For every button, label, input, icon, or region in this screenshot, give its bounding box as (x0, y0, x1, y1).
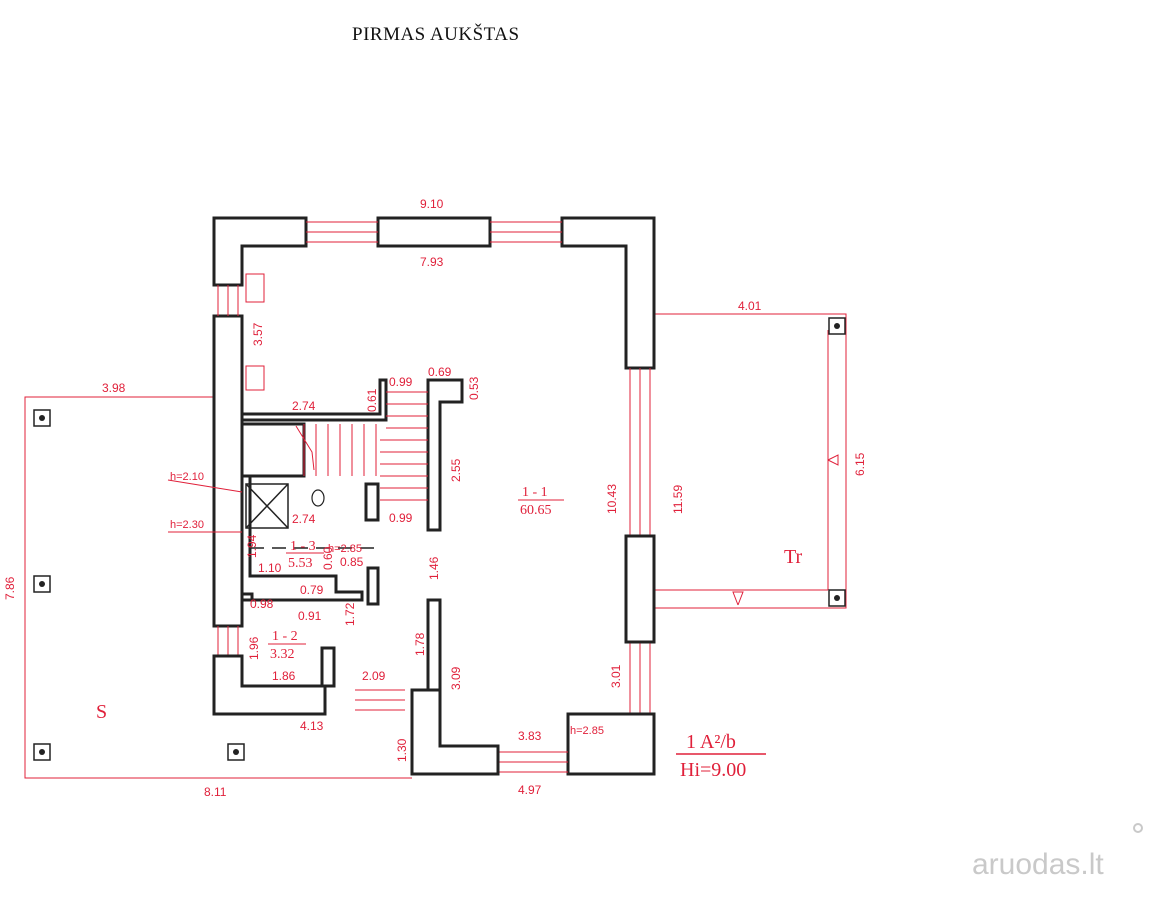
dim-entrance-h: 1.78 (413, 632, 427, 656)
dim-stair-len: 2.55 (449, 458, 463, 482)
dim-bath-width: 1.10 (258, 561, 282, 575)
dim-stair-top: 0.99 (389, 375, 413, 389)
cabinet-icon (245, 273, 265, 303)
svg-text:60.65: 60.65 (520, 503, 552, 518)
dim-bath-d3: 0.85 (340, 555, 364, 569)
terrace-s-label: S (96, 701, 107, 723)
terrace-s (24, 396, 412, 779)
dim-left-room: 3.57 (251, 322, 265, 346)
svg-text:3.32: 3.32 (270, 647, 295, 662)
dim-stair-width: 2.74 (292, 399, 316, 413)
dim-top-inner: 7.93 (420, 255, 444, 269)
dim-corridor: 1.46 (427, 556, 441, 580)
height-note: h=2.30 (170, 519, 204, 531)
dim-stair-side: 0.53 (467, 376, 481, 400)
dim-entrance-w: 2.09 (362, 669, 386, 683)
svg-text:5.53: 5.53 (288, 556, 313, 571)
dim-left-bottom: 4.13 (300, 719, 324, 733)
bathroom-fixtures (245, 273, 325, 529)
height-note: h=2.85 (570, 725, 604, 737)
dim-room12-bottom: 1.86 (272, 669, 296, 683)
dim-stair-bottom: 0.99 (389, 511, 413, 525)
room-1-1-label: 1 - 1 60.65 (518, 485, 564, 518)
height-note: h=2.85 (328, 543, 362, 555)
dim-lower-right: 3.01 (609, 664, 623, 688)
toilet-icon (311, 489, 325, 507)
svg-text:1 A²/b: 1 A²/b (686, 731, 736, 753)
height-note: h=2.10 (170, 471, 204, 483)
svg-text:Hi=9.00: Hi=9.00 (680, 759, 746, 781)
dim-bath-height: 1.94 (245, 534, 259, 558)
post-icon (828, 317, 846, 335)
class-label: 1 A²/b Hi=9.00 (676, 731, 766, 781)
post-icon (33, 409, 51, 427)
dim-room12-h: 1.72 (343, 602, 357, 626)
dim-room12-height: 1.96 (247, 636, 261, 660)
svg-text:1 - 2: 1 - 2 (272, 629, 298, 644)
page-title: PIRMAS AUKŠTAS (352, 23, 520, 45)
dim-terrace-s-bottom: 8.11 (204, 785, 227, 799)
dim-stair-small: 0.61 (365, 388, 379, 412)
post-icon (227, 743, 245, 761)
dim-bottom-outer: 4.97 (518, 783, 542, 797)
staircase (295, 391, 428, 501)
dim-stair-width2: 2.74 (292, 512, 316, 526)
dim-top-overall: 9.10 (420, 197, 444, 211)
boiler-icon (245, 365, 265, 391)
dim-lower-hall: 3.09 (449, 666, 463, 690)
dim-bottom-inner: 3.83 (518, 729, 542, 743)
room-1-3-label: 1 - 3 5.53 (286, 539, 324, 571)
svg-text:1 - 1: 1 - 1 (522, 485, 548, 500)
dim-stair-wall: 0.69 (428, 365, 452, 379)
room-1-2-label: 1 - 2 3.32 (268, 629, 306, 662)
post-icon (33, 743, 51, 761)
logo-icon (1133, 823, 1143, 833)
dim-room12-w2: 0.91 (298, 609, 322, 623)
terrace-tr-label: Tr (784, 546, 803, 568)
svg-text:1 - 3: 1 - 3 (290, 539, 316, 554)
dim-bath-d1: 0.60 (321, 546, 335, 570)
post-icon (33, 575, 51, 593)
dim-terrace-tr-width: 4.01 (738, 299, 762, 313)
dim-room12-w1: 0.98 (250, 597, 274, 611)
dim-terrace-s-width: 3.98 (102, 381, 126, 395)
dim-entry-h: 1.30 (395, 738, 409, 762)
terrace-tr (654, 313, 847, 609)
dim-terrace-s-height: 7.86 (3, 576, 17, 600)
dim-terrace-tr-height: 6.15 (853, 452, 867, 476)
dim-bath-d2: 0.79 (300, 583, 324, 597)
dim-hall-height: 10.43 (605, 484, 619, 514)
watermark-logo: aruodas.lt (972, 848, 1104, 881)
post-icon (828, 589, 846, 607)
exterior-walls (212, 216, 656, 776)
dim-hall-height-outer: 11.59 (671, 485, 685, 514)
